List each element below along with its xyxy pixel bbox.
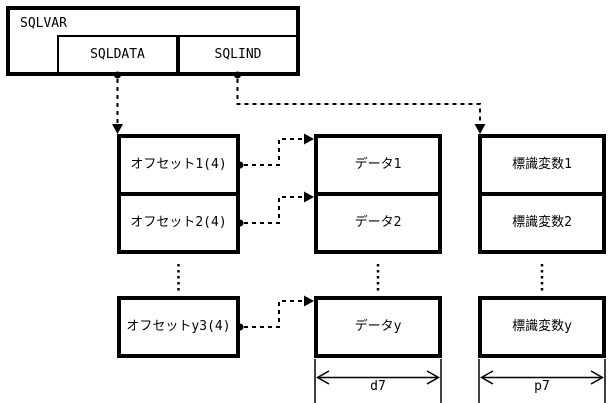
indicator-box-1: 標識変数1 — [478, 134, 606, 196]
indicator-label-1: 標識変数1 — [512, 157, 572, 172]
offset1-to-data1-arrow — [236, 133, 314, 169]
data-box-2: データ2 — [314, 192, 442, 254]
data-box-1: データ1 — [314, 134, 442, 196]
offset-box-1: オフセット1(4) — [117, 134, 240, 196]
indicator-label-3: 標識変数y — [512, 319, 572, 334]
sqlvar-title: SQLVAR — [20, 16, 67, 31]
offset-label-1: オフセット1(4) — [130, 157, 227, 172]
indicator-box-3: 標識変数y — [478, 296, 606, 358]
ellipsis-dots — [177, 264, 544, 292]
indicator-box-2: 標識変数2 — [478, 192, 606, 254]
sqldata-field: SQLDATA — [57, 35, 178, 74]
sqldata-label: SQLDATA — [90, 46, 145, 62]
data-label-2: データ2 — [354, 215, 402, 230]
offset-box-2: オフセット2(4) — [117, 192, 240, 254]
indicator-label-2: 標識変数2 — [512, 215, 572, 230]
data-box-3: データy — [314, 296, 442, 358]
offset-box-3: オフセットy3(4) — [117, 296, 240, 358]
data-label-3: データy — [354, 319, 402, 334]
offset2-to-data2-arrow — [236, 191, 314, 227]
offset-label-3: オフセットy3(4) — [126, 319, 231, 334]
data-width-label: d7 — [370, 379, 386, 394]
sqlind-pointer-arrow — [234, 71, 486, 134]
offset-label-2: オフセット2(4) — [130, 215, 227, 230]
sqlind-label: SQLIND — [214, 46, 262, 62]
data-label-1: データ1 — [354, 157, 402, 172]
sqldata-pointer-arrow — [112, 71, 123, 134]
offset3-to-data3-arrow — [236, 295, 314, 331]
sqlind-field: SQLIND — [178, 35, 298, 74]
indicator-width-label: p7 — [534, 379, 550, 394]
